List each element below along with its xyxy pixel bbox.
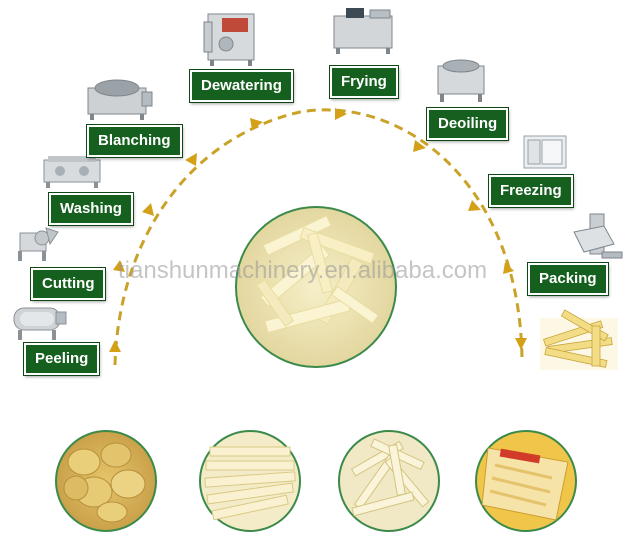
flow-arrow-icon — [413, 140, 426, 152]
product-packaged-fries — [475, 430, 577, 532]
step-label-blanching: Blanching — [87, 125, 182, 157]
flow-arrow-icon — [503, 262, 514, 274]
peeling-machine-image — [13, 307, 67, 340]
step-label-packing: Packing — [528, 263, 608, 295]
flow-arrow-icon — [109, 340, 121, 352]
product-cut-fries — [199, 430, 301, 532]
washing-machine-image — [43, 156, 101, 188]
flow-arrow-icon — [250, 118, 263, 130]
cutting-machine-image — [18, 227, 59, 261]
step-label-washing: Washing — [49, 193, 133, 225]
center-fries-image — [235, 206, 397, 368]
flow-dashed-arc — [113, 108, 524, 366]
dewatering-machine-image — [203, 13, 255, 66]
packed-fries-image — [540, 309, 618, 370]
blanching-machine-image — [87, 79, 153, 120]
flow-arrow-icon — [113, 260, 125, 272]
step-label-frying: Frying — [330, 66, 398, 98]
step-label-deoiling: Deoiling — [427, 108, 509, 140]
product-frozen-fries — [338, 430, 440, 532]
flow-arrow-icon — [468, 200, 481, 211]
flow-arrow-icon — [335, 108, 347, 120]
step-label-peeling: Peeling — [24, 343, 100, 375]
step-label-freezing: Freezing — [489, 175, 573, 207]
packing-machine-image — [573, 213, 623, 259]
deoiling-machine-image — [437, 59, 485, 102]
step-label-cutting: Cutting — [31, 268, 106, 300]
flow-arrow-icon — [515, 338, 527, 350]
frying-machine-image — [333, 8, 393, 54]
freezing-machine-image — [523, 135, 567, 169]
flow-arrow-icon — [142, 203, 154, 216]
flow-arrow-icon — [185, 153, 197, 166]
step-label-dewatering: Dewatering — [190, 70, 293, 102]
product-raw-potatoes — [55, 430, 157, 532]
